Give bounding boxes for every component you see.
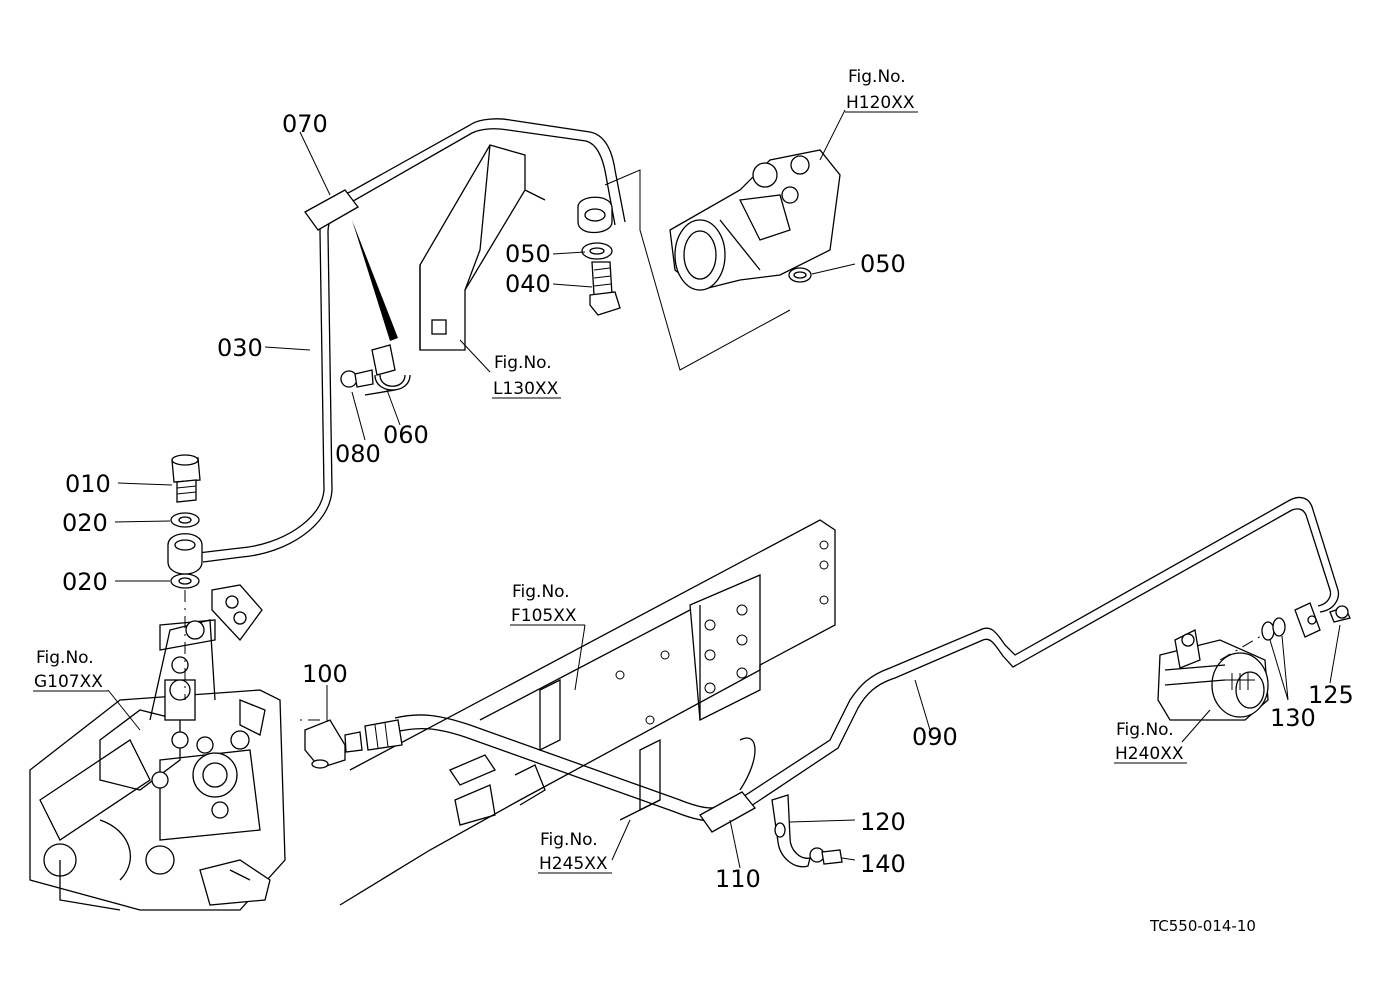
fitting-125 <box>1294 602 1351 638</box>
callout-050-pump: 050 <box>860 250 906 278</box>
callout-090: 090 <box>912 723 958 751</box>
callout-040: 040 <box>505 270 551 298</box>
figure-ref-g107: Fig.No. G107XX <box>33 648 108 692</box>
svg-text:L130XX: L130XX <box>493 379 559 399</box>
banjo-eye-lower <box>167 533 203 575</box>
svg-text:Fig.No.: Fig.No. <box>540 830 598 850</box>
callout-010: 010 <box>65 470 111 498</box>
callout-020-lower: 020 <box>62 568 108 596</box>
callout-080: 080 <box>335 440 381 468</box>
callout-labels: 070 030 050 040 050 060 080 010 020 020 … <box>62 110 1354 893</box>
callout-140: 140 <box>860 850 906 878</box>
svg-text:Fig.No.: Fig.No. <box>512 582 570 602</box>
callout-120: 120 <box>860 808 906 836</box>
callout-020-upper: 020 <box>62 509 108 537</box>
svg-text:Fig.No.: Fig.No. <box>1116 720 1174 740</box>
callout-125: 125 <box>1308 681 1354 709</box>
cylinder-h240 <box>1157 624 1281 721</box>
leader-lines <box>107 109 1341 869</box>
figure-ref-h120: Fig.No. H120XX <box>845 67 918 113</box>
figure-ref-l130: Fig.No. L130XX <box>492 353 561 399</box>
svg-text:H245XX: H245XX <box>539 854 608 874</box>
pipe-090 <box>300 496 1340 833</box>
elbow-fitting-100 <box>304 719 403 769</box>
callout-050-top: 050 <box>505 240 551 268</box>
figure-ref-h245: Fig.No. H245XX <box>538 830 612 874</box>
direction-arrow <box>352 220 398 341</box>
callout-030: 030 <box>217 334 263 362</box>
svg-text:Fig.No.: Fig.No. <box>494 353 552 373</box>
svg-text:H120XX: H120XX <box>846 93 915 113</box>
callout-070: 070 <box>282 110 328 138</box>
callout-100: 100 <box>302 660 348 688</box>
callout-060: 060 <box>383 421 429 449</box>
washer-020-upper <box>170 512 200 528</box>
washer-050-top <box>581 242 613 260</box>
banjo-fitting-top <box>577 196 613 234</box>
figure-ref-f105: Fig.No. F105XX <box>510 582 585 626</box>
callout-130: 130 <box>1270 704 1316 732</box>
bracket-120 <box>771 794 811 868</box>
callout-110: 110 <box>715 865 761 893</box>
svg-text:Fig.No.: Fig.No. <box>36 648 94 668</box>
banjo-bolt-010 <box>171 454 201 503</box>
hydraulic-block <box>29 584 286 911</box>
svg-text:Fig.No.: Fig.No. <box>848 67 906 87</box>
svg-text:G107XX: G107XX <box>34 672 103 692</box>
washer-020-lower <box>170 573 200 589</box>
clamp-060 <box>364 344 411 396</box>
bracket-l130 <box>419 144 546 351</box>
svg-text:F105XX: F105XX <box>511 606 577 626</box>
bolt-080 <box>340 369 374 388</box>
hydraulic-pump-h120 <box>604 149 841 371</box>
banjo-bolt-040 <box>589 261 621 316</box>
drawing-code: TC550-014-10 <box>1149 917 1256 935</box>
bolt-140 <box>809 847 843 865</box>
o-rings-130 <box>1261 617 1286 641</box>
figure-ref-h240: Fig.No. H240XX <box>1114 720 1187 764</box>
frame-rail <box>339 519 836 906</box>
svg-text:H240XX: H240XX <box>1115 744 1184 764</box>
pipe-030 <box>197 118 626 563</box>
